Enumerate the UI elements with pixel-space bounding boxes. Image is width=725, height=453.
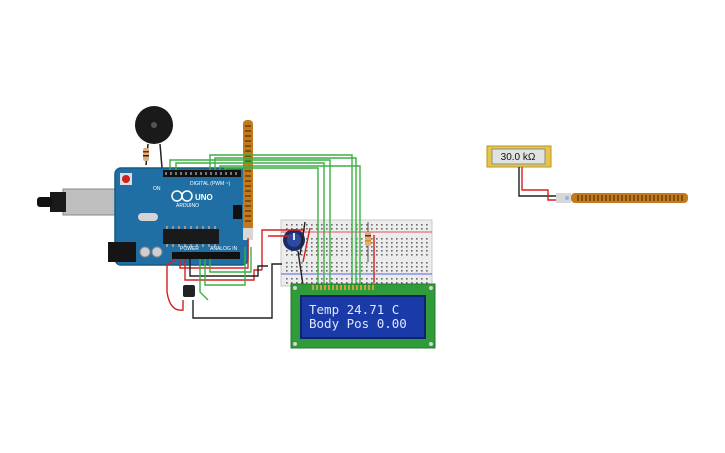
breadboard-resistor (365, 222, 371, 262)
digital-label: DIGITAL (PWM ~) (190, 181, 230, 187)
wires (166, 154, 375, 319)
lcd-screen (300, 295, 426, 339)
dc-jack-icon (108, 242, 136, 262)
piezo-buzzer[interactable] (135, 106, 173, 169)
flex-sensor-right[interactable] (556, 193, 688, 203)
arduino-uno-board[interactable]: DIGITAL (PWM ~) ARDUINO UNO ON POWER ANA… (37, 167, 249, 266)
temperature-sensor-icon (183, 285, 195, 297)
power-label: POWER (180, 246, 199, 252)
ohmmeter[interactable]: 30.0 kΩ (486, 145, 560, 201)
lcd-line-2: Body Pos 0.00 (309, 316, 407, 331)
analog-label: ANALOG IN (210, 246, 238, 252)
flex-sensor-left[interactable] (243, 120, 253, 240)
lcd-line-1: Temp 24.71 C (309, 302, 399, 317)
resistor-icon (143, 148, 149, 161)
lcd-display[interactable]: Temp 24.71 C Body Pos 0.00 (290, 283, 436, 349)
temperature-sensor[interactable] (183, 285, 195, 297)
potentiometer[interactable] (283, 229, 305, 251)
ohmmeter-reading: 30.0 kΩ (501, 152, 536, 163)
model-text: UNO (195, 193, 213, 202)
brand-text: ARDUINO (176, 203, 199, 209)
on-label: ON (153, 186, 161, 192)
